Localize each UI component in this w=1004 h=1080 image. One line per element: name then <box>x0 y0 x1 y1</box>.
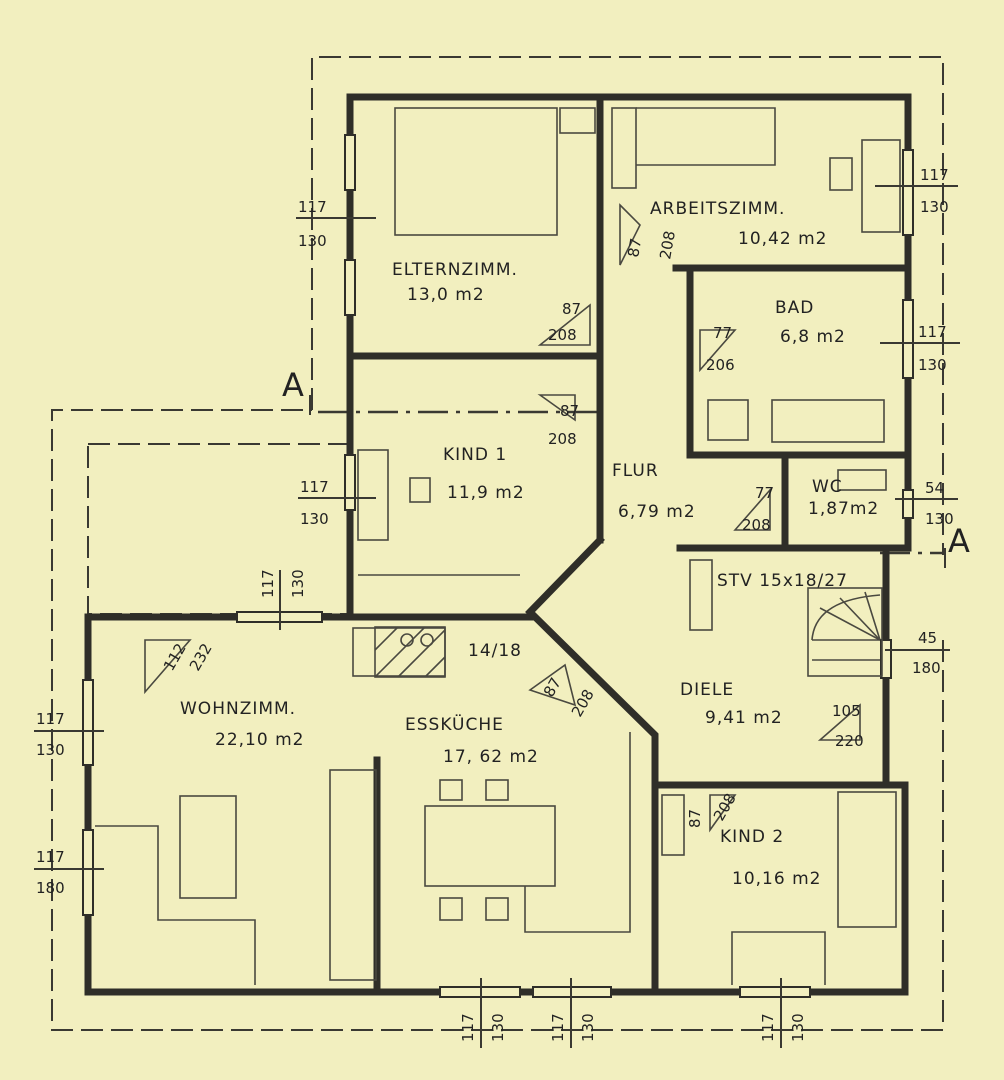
section-line-a <box>309 395 946 568</box>
dim-bottom2-bottom: 130 <box>579 1013 597 1042</box>
label-kind2-area: 10,16 m2 <box>732 869 821 889</box>
dim-door-kind2-a: 87 <box>686 809 704 828</box>
interior-walls <box>349 96 910 994</box>
dim-stair-top: 45 <box>918 629 937 647</box>
dim-bottom3-top: 117 <box>759 1013 777 1042</box>
label-stair: STV 15x18/27 <box>717 571 848 591</box>
label-kind1-area: 11,9 m2 <box>447 483 525 503</box>
dim-kind1-bottom: 130 <box>300 510 329 528</box>
dim-door-wc-b: 208 <box>742 516 771 534</box>
dim-bottom1-bottom: 130 <box>489 1013 507 1042</box>
label-arbeit-area: 10,42 m2 <box>738 229 827 249</box>
furniture <box>95 107 901 985</box>
dim-bottom2-top: 117 <box>549 1013 567 1042</box>
label-bad-name: BAD <box>775 298 814 318</box>
label-ess-name: ESSKÜCHE <box>405 713 504 735</box>
dim-wc-bottom: 130 <box>925 510 954 528</box>
dim-bad-bottom: 130 <box>918 356 947 374</box>
dim-wohnleft1-top: 117 <box>36 710 65 728</box>
dim-door-bad-a: 77 <box>713 324 732 342</box>
label-ess-area: 17, 62 m2 <box>443 747 539 767</box>
dim-door-arbeit-a: 87 <box>624 237 645 259</box>
label-wohn-name: WOHNZIMM. <box>180 699 296 719</box>
door-swings <box>144 203 861 833</box>
dim-bottom1-top: 117 <box>459 1013 477 1042</box>
dim-kind1-top: 117 <box>300 478 329 496</box>
dim-door-eltern-b: 208 <box>548 326 577 344</box>
label-diele-name: DIELE <box>680 680 734 700</box>
stair <box>689 559 883 677</box>
section-marker-left: A <box>282 366 304 404</box>
dim-bad-top: 117 <box>918 323 947 341</box>
dim-wohnleft2-top: 117 <box>36 848 65 866</box>
dim-bottom3-bottom: 130 <box>789 1013 807 1042</box>
dim-wohnleft2-bottom: 180 <box>36 879 65 897</box>
label-chimney: 14/18 <box>468 641 522 661</box>
label-bad-area: 6,8 m2 <box>780 327 846 347</box>
label-kind2-name: KIND 2 <box>720 827 784 847</box>
dim-stair-bottom: 180 <box>912 659 941 677</box>
label-flur-area: 6,79 m2 <box>618 502 696 522</box>
dim-eltern-top: 117 <box>298 198 327 216</box>
dimension-labels: 117 130 117 130 117 130 117 130 54 130 4… <box>34 166 960 897</box>
dim-arbeit-bottom: 130 <box>920 198 949 216</box>
label-diele-area: 9,41 m2 <box>705 708 783 728</box>
dim-wohntop-bottom: 130 <box>289 569 307 598</box>
section-marker-right: A <box>948 522 970 560</box>
room-labels: ELTERNZIMM. 13,0 m2 ARBEITSZIMM. 10,42 m… <box>180 199 879 889</box>
dim-wc-top: 54 <box>925 479 944 497</box>
label-kind1-name: KIND 1 <box>443 445 507 465</box>
chimney <box>374 626 446 678</box>
dim-door-bad-b: 206 <box>706 356 735 374</box>
dim-door-eltern-a: 87 <box>562 300 581 318</box>
dim-door-diele-a: 105 <box>832 702 861 720</box>
label-wc-name: WC <box>812 477 843 497</box>
dim-door-kind1-a: 87 <box>560 402 579 420</box>
dim-arbeit-top: 117 <box>920 166 949 184</box>
dim-eltern-bottom: 130 <box>298 232 327 250</box>
dim-door-diele-b: 220 <box>835 732 864 750</box>
dim-door-wc-a: 77 <box>755 484 774 502</box>
label-eltern-name: ELTERNZIMM. <box>392 260 518 280</box>
label-wc-area: 1,87m2 <box>808 499 879 519</box>
label-wohn-area: 22,10 m2 <box>215 730 304 750</box>
dim-wohnleft1-bottom: 130 <box>36 741 65 759</box>
label-eltern-area: 13,0 m2 <box>407 285 485 305</box>
label-flur-name: FLUR <box>612 461 659 481</box>
dim-door-arbeit-b: 208 <box>656 229 679 260</box>
label-arbeit-name: ARBEITSZIMM. <box>650 199 785 219</box>
dim-wohntop-top: 117 <box>259 569 277 598</box>
dim-door-kind1-b: 208 <box>548 430 577 448</box>
